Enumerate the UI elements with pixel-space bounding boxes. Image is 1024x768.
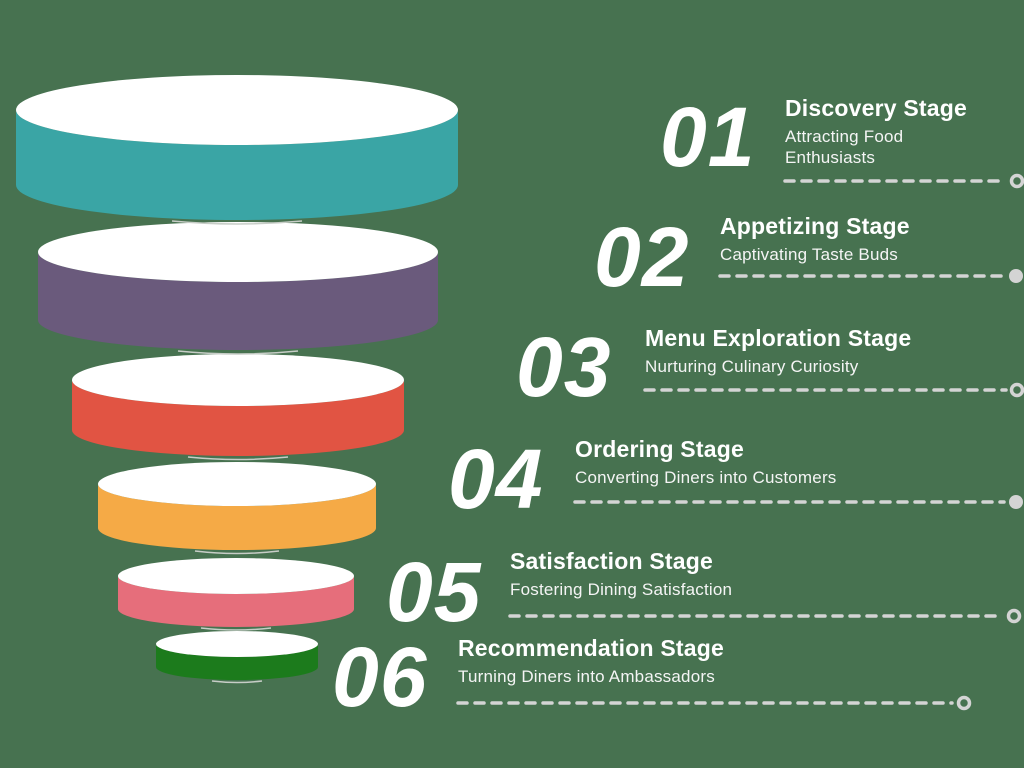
stage-2-number: 02 — [594, 210, 690, 304]
disc-side — [118, 576, 354, 627]
stage-5-label: Satisfaction Stage Fostering Dining Sati… — [510, 548, 732, 600]
disc-seam — [194, 550, 280, 555]
stage-6-label: Recommendation Stage Turning Diners into… — [458, 635, 724, 687]
disc-seam — [177, 350, 299, 355]
stage-3-connector-endpoint — [1009, 382, 1024, 398]
disc-top — [72, 354, 404, 406]
disc-seam — [200, 627, 272, 631]
funnel-stage-2-disc — [38, 222, 438, 355]
disc-seam — [171, 220, 303, 225]
stage-4-label: Ordering Stage Converting Diners into Cu… — [575, 436, 837, 488]
disc-seam — [211, 680, 263, 684]
disc-side — [156, 644, 318, 680]
stage-3-title: Menu Exploration Stage — [645, 325, 912, 351]
stage-3-label: Menu Exploration Stage Nurturing Culinar… — [645, 325, 911, 377]
stage-1-title: Discovery Stage — [785, 95, 967, 121]
disc-side — [98, 484, 376, 550]
stage-6-description: Turning Diners into Ambassadors — [458, 667, 715, 686]
disc-side — [16, 110, 458, 220]
disc-top — [16, 75, 458, 145]
stage-4-description: Converting Diners into Customers — [575, 468, 837, 487]
funnel-stage-5-disc — [118, 558, 354, 631]
disc-top — [156, 631, 318, 657]
stage-5-connector-endpoint — [1006, 608, 1022, 624]
stage-2-description: Captivating Taste Buds — [720, 245, 898, 264]
funnel-stage-3-disc — [72, 354, 404, 461]
disc-side — [38, 252, 438, 350]
stage-5-description: Fostering Dining Satisfaction — [510, 580, 733, 599]
stage-3-number: 03 — [516, 320, 612, 414]
disc-seam — [187, 456, 289, 461]
stage-1-connector-endpoint — [1009, 173, 1024, 189]
stage-2-title: Appetizing Stage — [720, 213, 910, 239]
stage-4-connector-endpoint — [1009, 495, 1023, 509]
stage-4-title: Ordering Stage — [575, 436, 744, 462]
disc-top — [118, 558, 354, 594]
stage-connectors — [456, 173, 1024, 711]
funnel-stage-4-disc — [98, 462, 376, 555]
funnel-stage-6-disc — [156, 631, 318, 684]
stage-6-connector-endpoint — [956, 695, 972, 711]
stage-1-number: 01 — [660, 90, 756, 184]
stage-1-description: Attracting Food Enthusiasts — [785, 127, 904, 167]
disc-top — [38, 222, 438, 282]
stage-2-connector-endpoint — [1009, 269, 1023, 283]
stage-4-number: 04 — [448, 432, 544, 526]
stage-6-number: 06 — [332, 630, 428, 724]
stage-6-title: Recommendation Stage — [458, 635, 724, 661]
funnel-stage-1-disc — [16, 75, 458, 225]
stage-5-number: 05 — [386, 545, 482, 639]
disc-top — [98, 462, 376, 506]
stage-5-title: Satisfaction Stage — [510, 548, 713, 574]
stage-3-description: Nurturing Culinary Curiosity — [645, 357, 859, 376]
disc-side — [72, 380, 404, 456]
stage-1-label: Discovery Stage Attracting Food Enthusia… — [785, 95, 975, 168]
stage-2-label: Appetizing Stage Captivating Taste Buds — [720, 213, 910, 265]
